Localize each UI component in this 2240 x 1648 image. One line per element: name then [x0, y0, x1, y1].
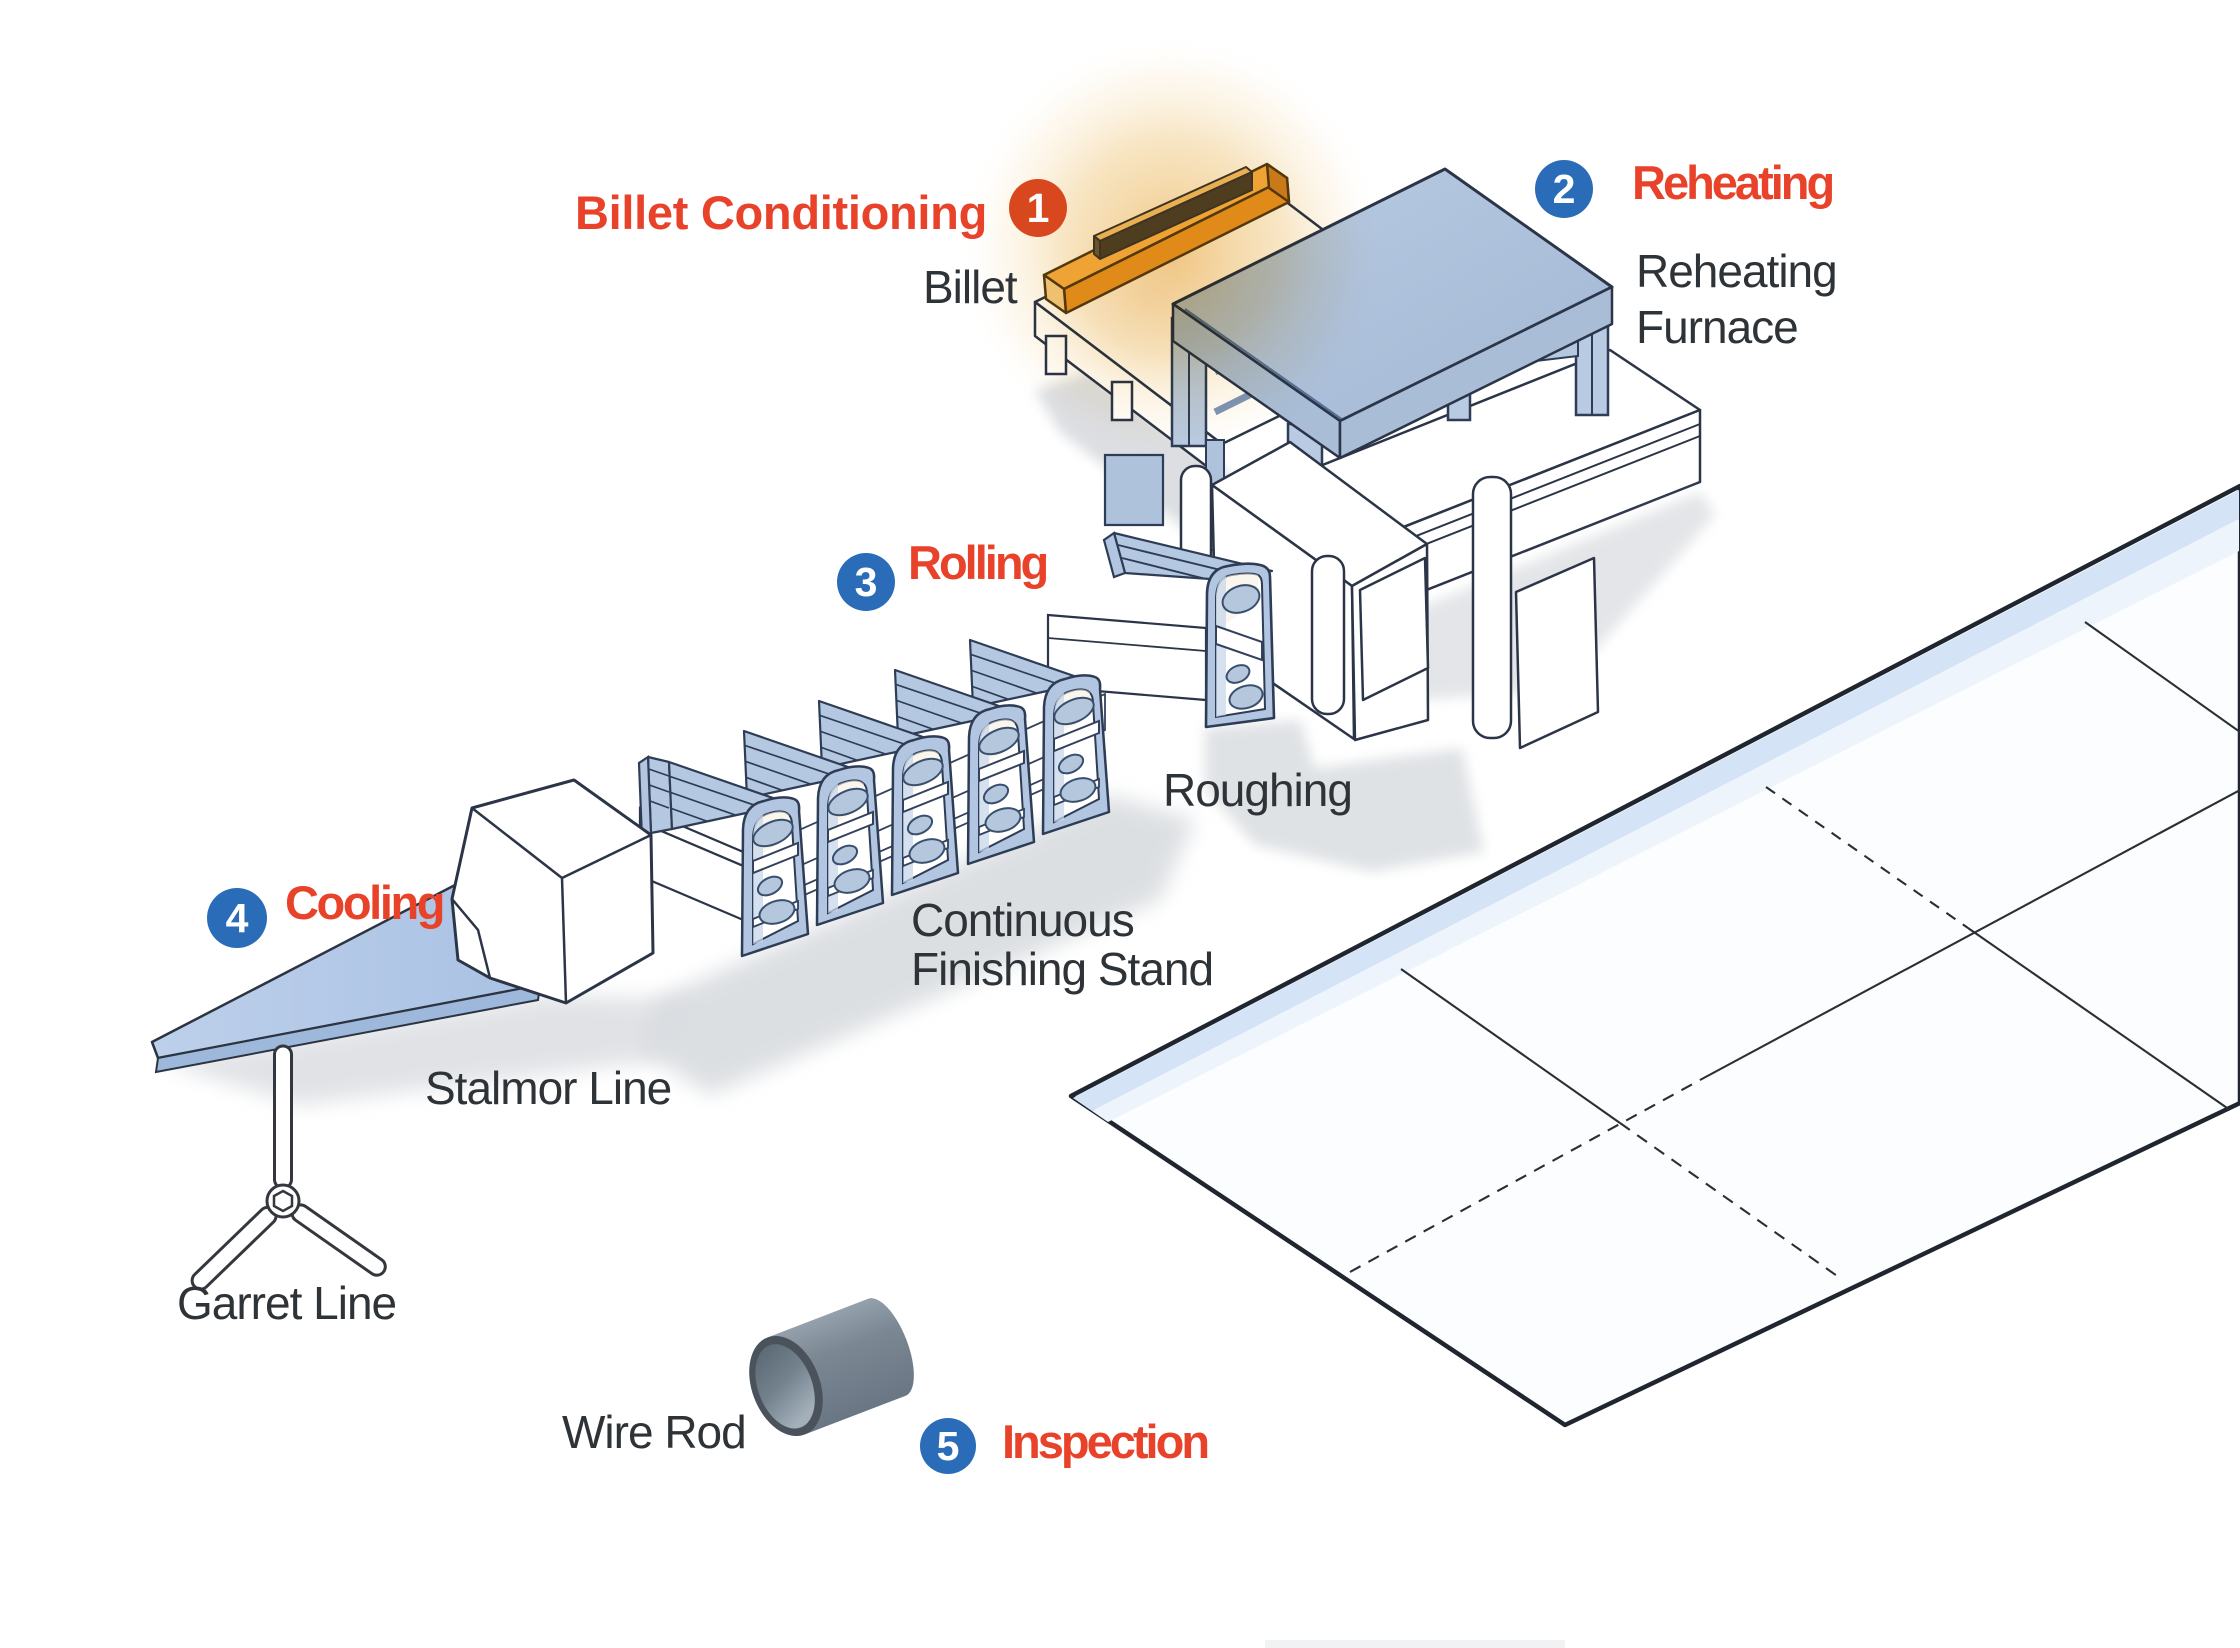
- svg-text:Stalmor Line: Stalmor Line: [425, 1062, 671, 1114]
- svg-text:2: 2: [1553, 166, 1576, 212]
- svg-text:Billet Conditioning: Billet Conditioning: [575, 186, 987, 239]
- svg-text:Billet: Billet: [923, 261, 1018, 313]
- svg-text:Inspection: Inspection: [1002, 1415, 1207, 1468]
- svg-text:Wire Rod: Wire Rod: [562, 1406, 746, 1458]
- svg-text:Rolling: Rolling: [908, 536, 1047, 589]
- svg-text:Reheating: Reheating: [1636, 245, 1837, 297]
- svg-text:5: 5: [937, 1423, 960, 1469]
- svg-text:Cooling: Cooling: [285, 876, 443, 929]
- svg-text:Roughing: Roughing: [1163, 764, 1352, 816]
- svg-text:Furnace: Furnace: [1636, 301, 1798, 353]
- svg-text:Garret Line: Garret Line: [177, 1277, 396, 1329]
- svg-text:4: 4: [226, 895, 249, 941]
- svg-text:Continuous: Continuous: [911, 894, 1134, 946]
- svg-text:Finishing Stand: Finishing Stand: [911, 943, 1213, 995]
- svg-text:1: 1: [1027, 185, 1050, 231]
- svg-text:3: 3: [855, 559, 878, 605]
- svg-text:Reheating: Reheating: [1632, 156, 1832, 209]
